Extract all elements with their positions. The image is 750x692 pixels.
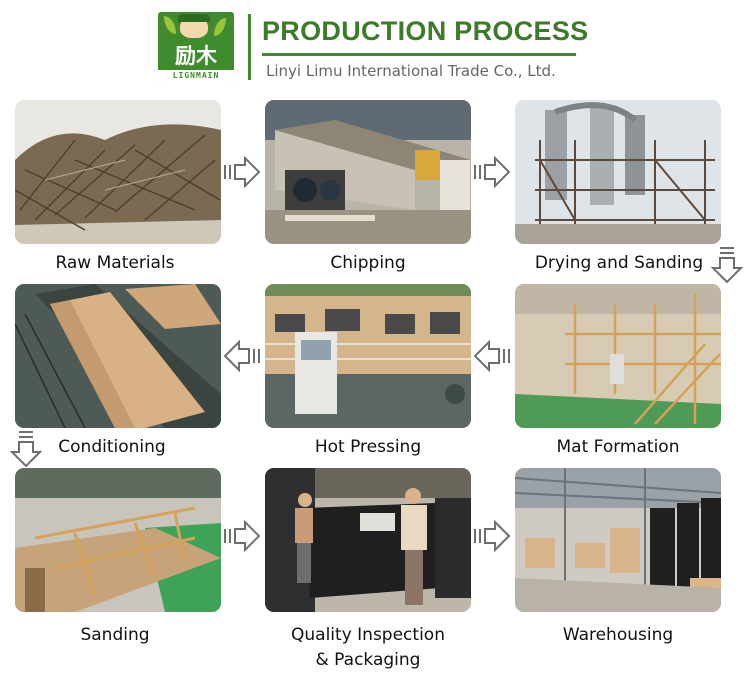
header-divider — [248, 14, 251, 80]
arrow-right-icon — [474, 156, 511, 188]
photo-conditioning — [15, 284, 221, 428]
step-label-chipping: Chipping — [330, 253, 406, 273]
photo-quality-inspection-packaging — [265, 468, 471, 612]
step-label-packaging: & Packaging — [315, 650, 421, 670]
company-name: Linyi Limu International Trade Co., Ltd. — [266, 62, 556, 80]
leaf-icon — [164, 16, 176, 34]
page-title: PRODUCTION PROCESS — [262, 16, 589, 46]
arrow-left-icon — [473, 340, 510, 372]
step-label-warehousing: Warehousing — [562, 625, 674, 645]
step-label-raw-materials: Raw Materials — [55, 253, 175, 273]
arrow-right-icon — [224, 520, 261, 552]
arrow-right-icon — [474, 520, 511, 552]
photo-hot-pressing — [265, 284, 471, 428]
photo-raw-materials — [15, 100, 221, 244]
step-label-quality-inspection: Quality Inspection — [291, 625, 445, 645]
step-label-drying-and-sanding: Drying and Sanding — [534, 253, 704, 273]
mascot-hat-icon — [178, 14, 210, 22]
arrow-right-icon — [224, 156, 261, 188]
step-label-hot-pressing: Hot Pressing — [314, 437, 422, 457]
arrow-left-icon — [223, 340, 260, 372]
step-label-mat-formation: Mat Formation — [556, 437, 680, 457]
company-logo: 励木 LIGNMAIN — [158, 12, 234, 82]
step-label-sanding: Sanding — [80, 625, 150, 645]
photo-warehousing — [515, 468, 721, 612]
logo-english-text: LIGNMAIN — [158, 70, 234, 82]
arrow-down-icon — [711, 247, 743, 284]
photo-sanding — [15, 468, 221, 612]
arrow-down-icon — [10, 431, 42, 468]
step-label-conditioning: Conditioning — [58, 437, 166, 457]
photo-mat-formation — [515, 284, 721, 428]
title-underline — [262, 53, 576, 56]
leaf-icon — [214, 18, 226, 36]
photo-drying-and-sanding — [515, 100, 721, 244]
logo-chinese-text: 励木 — [175, 43, 217, 68]
photo-chipping — [265, 100, 471, 244]
